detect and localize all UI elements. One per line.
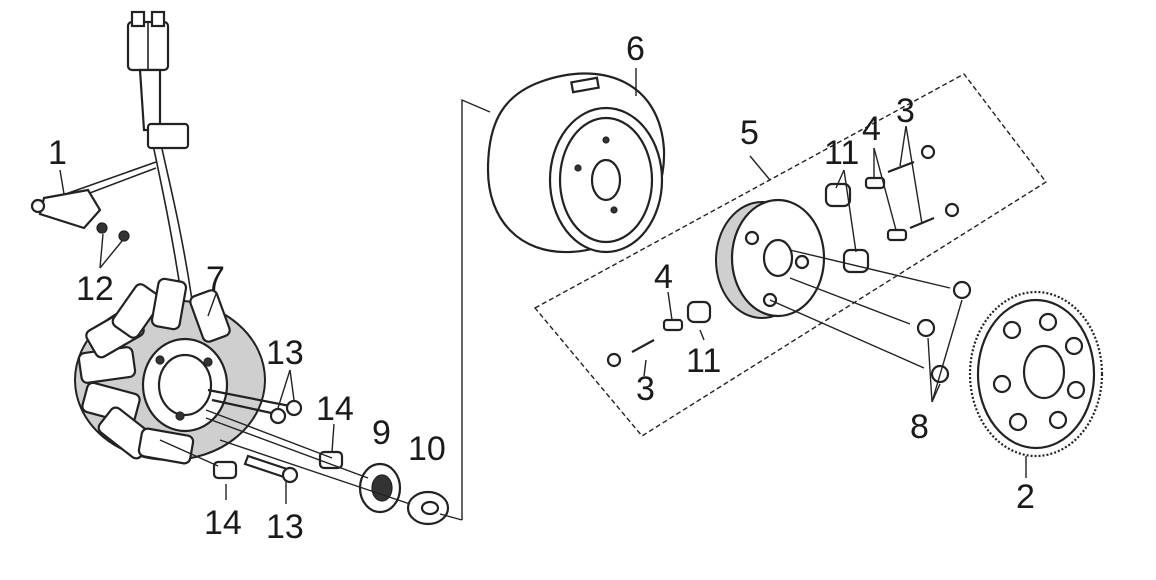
callout-5: 5 (740, 114, 759, 152)
starter-clutch-group-box (533, 73, 1048, 437)
callout-14: 14 (316, 390, 354, 428)
callout-8: 8 (910, 408, 929, 446)
callout-4: 4 (654, 258, 673, 296)
callout-4: 4 (862, 110, 881, 148)
callout-6: 6 (626, 30, 645, 68)
callout-13: 13 (266, 334, 304, 372)
bushing-9 (358, 462, 402, 514)
callout-9: 9 (372, 414, 391, 452)
starter-gear (968, 290, 1104, 478)
callout-labels: 1 12 7 13 14 9 10 14 13 6 5 11 4 3 4 11 … (48, 30, 1035, 546)
callout-1: 1 (48, 134, 67, 172)
wiring-harness (59, 10, 193, 301)
callout-7: 7 (206, 260, 225, 298)
starter-clutch (715, 198, 826, 319)
callout-11: 11 (686, 342, 721, 380)
washer-10 (406, 490, 450, 526)
screws-12 (96, 222, 130, 269)
bolts-8 (769, 249, 972, 403)
callout-12: 12 (76, 270, 114, 308)
callout-11: 11 (824, 134, 859, 172)
pickup-coil (30, 188, 102, 230)
callout-2: 2 (1016, 478, 1035, 516)
assembly-leaders-left (159, 98, 491, 521)
flywheel-rotor (486, 68, 666, 254)
callout-13: 13 (266, 508, 304, 546)
stator-screws-13 (207, 388, 303, 484)
callout-10: 10 (408, 430, 446, 468)
callout-14: 14 (204, 504, 242, 542)
leaders-right (59, 125, 923, 504)
callout-3: 3 (896, 92, 915, 130)
callout-3: 3 (636, 370, 655, 408)
stator (74, 277, 266, 465)
